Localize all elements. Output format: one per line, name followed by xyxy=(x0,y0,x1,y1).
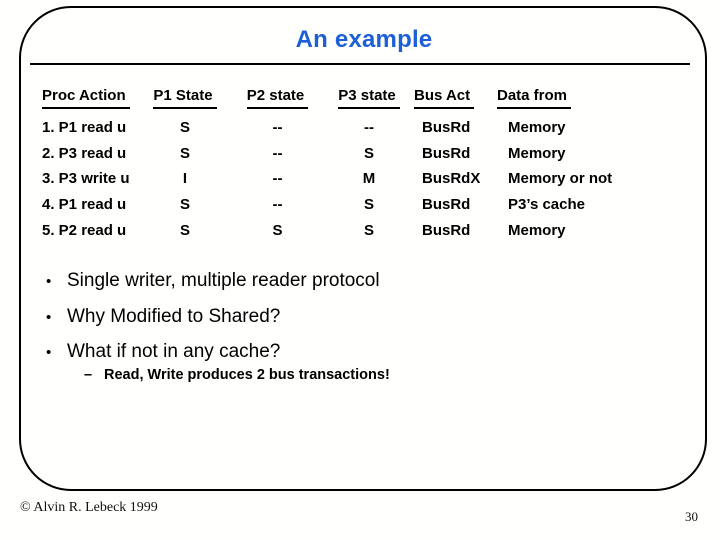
list-item: • Why Modified to Shared? xyxy=(46,305,380,329)
slide-title: An example xyxy=(295,26,433,53)
table-row: 3. P3 write u I -- M BusRdX Memory or no… xyxy=(42,166,677,192)
coherence-state-table: Proc Action P1 State P2 state P3 state B… xyxy=(42,86,677,243)
cell-p1-state: S xyxy=(179,196,190,214)
sub-bullet: – Read, Write produces 2 bus transaction… xyxy=(84,367,390,383)
bullet-marker: • xyxy=(46,308,52,326)
table-row: 1. P1 read u S -- -- BusRd Memory xyxy=(42,115,677,141)
list-item: • Single writer, multiple reader protoco… xyxy=(46,269,380,293)
cell-proc-action: 1. P1 read u xyxy=(42,119,127,136)
bullet-text: What if not in any cache? xyxy=(67,341,281,362)
list-item: • What if not in any cache? xyxy=(46,340,380,364)
cell-bus-act: BusRd xyxy=(422,144,471,162)
table-row: 5. P2 read u S S S BusRd Memory xyxy=(42,218,677,244)
header-p1-state: P1 State xyxy=(139,86,231,115)
cell-data-from: P3’s cache xyxy=(508,196,585,214)
cell-p3-state: S xyxy=(363,221,374,239)
cell-data-from: Memory xyxy=(508,119,566,136)
cell-p1-state: S xyxy=(179,221,190,239)
cell-p3-state: S xyxy=(363,144,374,162)
table-row: 2. P3 read u S -- S BusRd Memory xyxy=(42,141,677,167)
header-bus-act: Bus Act xyxy=(414,86,497,115)
cell-p3-state: M xyxy=(362,170,376,188)
cell-proc-action: 2. P3 read u xyxy=(42,144,127,162)
cell-p3-state: S xyxy=(363,196,374,214)
title-underline-rule xyxy=(30,63,690,65)
cell-p2-state: -- xyxy=(272,144,283,162)
header-proc-action: Proc Action xyxy=(42,86,139,115)
cell-proc-action: 4. P1 read u xyxy=(42,196,127,214)
cell-proc-action: 3. P3 write u xyxy=(42,170,130,188)
sub-bullet-text: Read, Write produces 2 bus transactions! xyxy=(104,367,390,383)
cell-data-from: Memory or not xyxy=(508,170,613,188)
header-p2-state: P2 state xyxy=(231,86,324,115)
cell-bus-act: BusRd xyxy=(422,119,471,136)
cell-p2-state: -- xyxy=(272,196,283,214)
header-p3-state: P3 state xyxy=(324,86,414,115)
cell-bus-act: BusRd xyxy=(422,221,471,239)
bullet-text: Single writer, multiple reader protocol xyxy=(67,270,380,291)
cell-p2-state: -- xyxy=(272,119,283,136)
table-header-row: Proc Action P1 State P2 state P3 state B… xyxy=(42,86,677,115)
cell-proc-action: 5. P2 read u xyxy=(42,221,127,239)
cell-p1-state: S xyxy=(179,119,190,136)
page-number: 30 xyxy=(685,509,698,524)
cell-p1-state: S xyxy=(179,144,190,162)
header-data-from: Data from xyxy=(497,86,677,115)
cell-p1-state: I xyxy=(182,170,188,188)
copyright-footer: © Alvin R. Lebeck 1999 xyxy=(20,500,158,515)
table-row: 4. P1 read u S -- S BusRd P3’s cache xyxy=(42,192,677,218)
cell-bus-act: BusRd xyxy=(422,196,471,214)
bullet-text: Why Modified to Shared? xyxy=(67,305,281,327)
cell-p2-state: -- xyxy=(272,170,283,188)
slide-border xyxy=(19,6,707,491)
cell-p2-state: S xyxy=(272,221,283,239)
cell-p3-state: -- xyxy=(364,119,374,136)
cell-bus-act: BusRdX xyxy=(422,170,481,188)
bullet-marker: • xyxy=(46,344,52,361)
bullet-list: • Single writer, multiple reader protoco… xyxy=(46,269,380,376)
cell-data-from: Memory xyxy=(508,144,566,162)
bullet-marker: • xyxy=(46,273,52,290)
cell-data-from: Memory xyxy=(508,221,566,239)
sub-bullet-marker: – xyxy=(84,367,93,383)
